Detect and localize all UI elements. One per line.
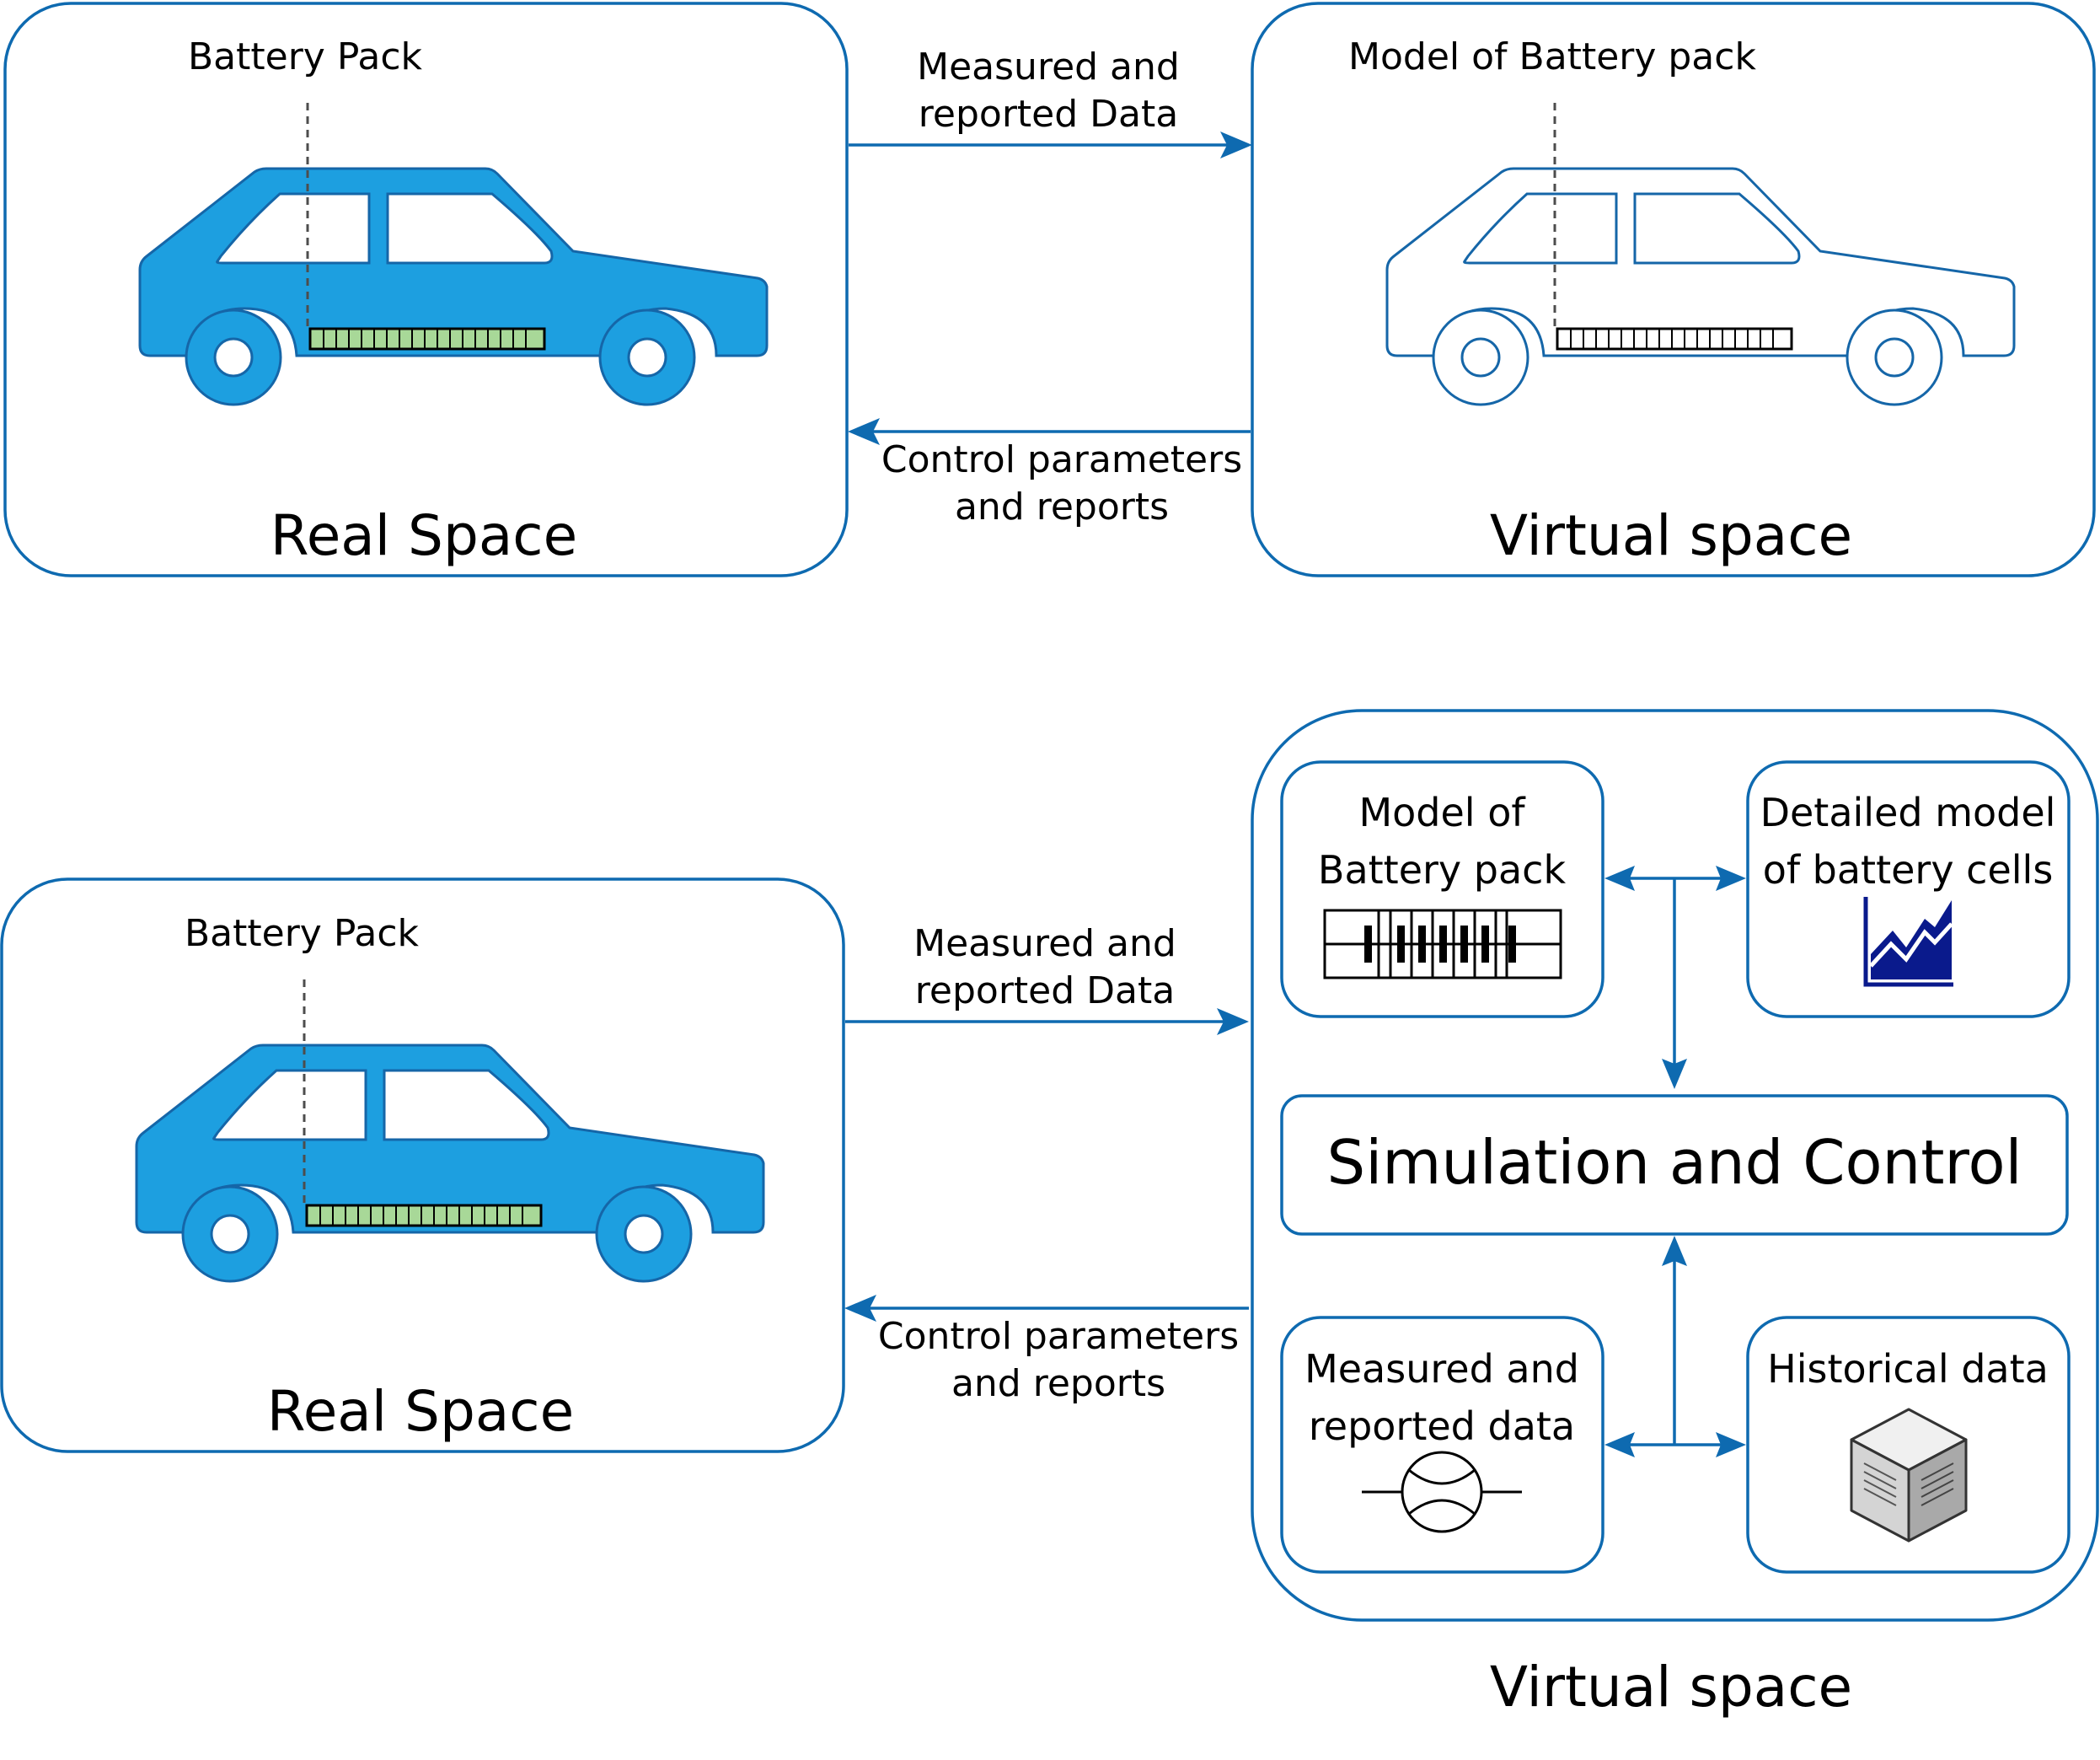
- measurement-gauge-icon: [1362, 1451, 1522, 1533]
- top-real-car-icon: [138, 167, 769, 406]
- top-virtual-space-title: Virtual space: [1490, 503, 1852, 568]
- bottom-real-space-title: Real Space: [267, 1379, 574, 1444]
- bottom-real-space-panel: Battery Pack Real Space: [0, 877, 845, 1453]
- bottom-back-label-line2: and reports: [951, 1362, 1165, 1405]
- top-real-battery-pack-icon: [308, 327, 546, 351]
- bottom-back-arrow: Control parameters and reports: [844, 1295, 1249, 1405]
- server-cube-icon: [1850, 1408, 1968, 1543]
- top-real-space-frame: [3, 2, 849, 577]
- top-model-battery-label: Model of Battery pack: [1348, 35, 1756, 78]
- simulation-control-title: Simulation and Control: [1326, 1127, 2022, 1198]
- top-back-label-line2: and reports: [955, 486, 1169, 529]
- detailed-cell-model-box: Detailed model of battery cells: [1746, 760, 2071, 1018]
- top-virtual-car-outline-icon: [1385, 167, 2016, 406]
- cell-model-line1: Detailed model: [1760, 790, 2056, 835]
- bottom-real-car-icon: [135, 1044, 765, 1283]
- bottom-virtual-space-title: Virtual space: [1490, 1655, 1852, 1720]
- cell-model-line2: of battery cells: [1763, 847, 2054, 893]
- top-back-arrow: Control parameters and reports: [848, 418, 1251, 529]
- measured-data-line2: reported data: [1309, 1403, 1575, 1449]
- bottom-real-battery-pack-icon: [305, 1204, 543, 1227]
- top-virtual-battery-model-icon: [1556, 327, 1793, 351]
- top-battery-pack-label: Battery Pack: [188, 35, 423, 78]
- top-forward-arrow: Measured and reported Data: [849, 46, 1252, 158]
- top-real-space-panel: Battery Pack Real Space: [3, 2, 849, 577]
- bottom-battery-pack-label: Battery Pack: [185, 912, 420, 955]
- top-real-space-title: Real Space: [271, 503, 577, 568]
- top-forward-label-line2: reported Data: [919, 93, 1178, 136]
- top-back-label-line1: Control parameters: [881, 438, 1242, 481]
- simulation-control-box: Simulation and Control: [1280, 1094, 2069, 1236]
- area-chart-icon: [1863, 897, 1953, 987]
- bottom-forward-label-line1: Measured and: [913, 922, 1176, 965]
- bottom-virtual-space-frame: [1251, 709, 2099, 1622]
- battery-circuit-icon: [1323, 909, 1562, 979]
- measured-data-box: Measured and reported data: [1280, 1316, 1604, 1574]
- bottom-back-label-line1: Control parameters: [878, 1315, 1239, 1358]
- historical-data-box: Historical data: [1746, 1316, 2071, 1574]
- top-virtual-space-frame: [1251, 2, 2096, 577]
- top-forward-label-line1: Measured and: [917, 46, 1180, 89]
- bottom-virtual-space-panel: Model of Battery pack: [1251, 709, 2099, 1622]
- bottom-forward-label-line2: reported Data: [915, 969, 1175, 1012]
- bottom-forward-arrow: Measured and reported Data: [845, 922, 1249, 1035]
- measured-data-line1: Measured and: [1304, 1346, 1579, 1392]
- model-battery-pack-line2: Battery pack: [1318, 847, 1567, 893]
- historical-data-line1: Historical data: [1767, 1346, 2049, 1392]
- model-battery-pack-box: Model of Battery pack: [1280, 760, 1604, 1018]
- model-battery-pack-line1: Model of: [1358, 790, 1526, 835]
- bottom-real-space-frame: [0, 877, 845, 1453]
- top-virtual-space-panel: Model of Battery pack Virtual space: [1251, 2, 2096, 577]
